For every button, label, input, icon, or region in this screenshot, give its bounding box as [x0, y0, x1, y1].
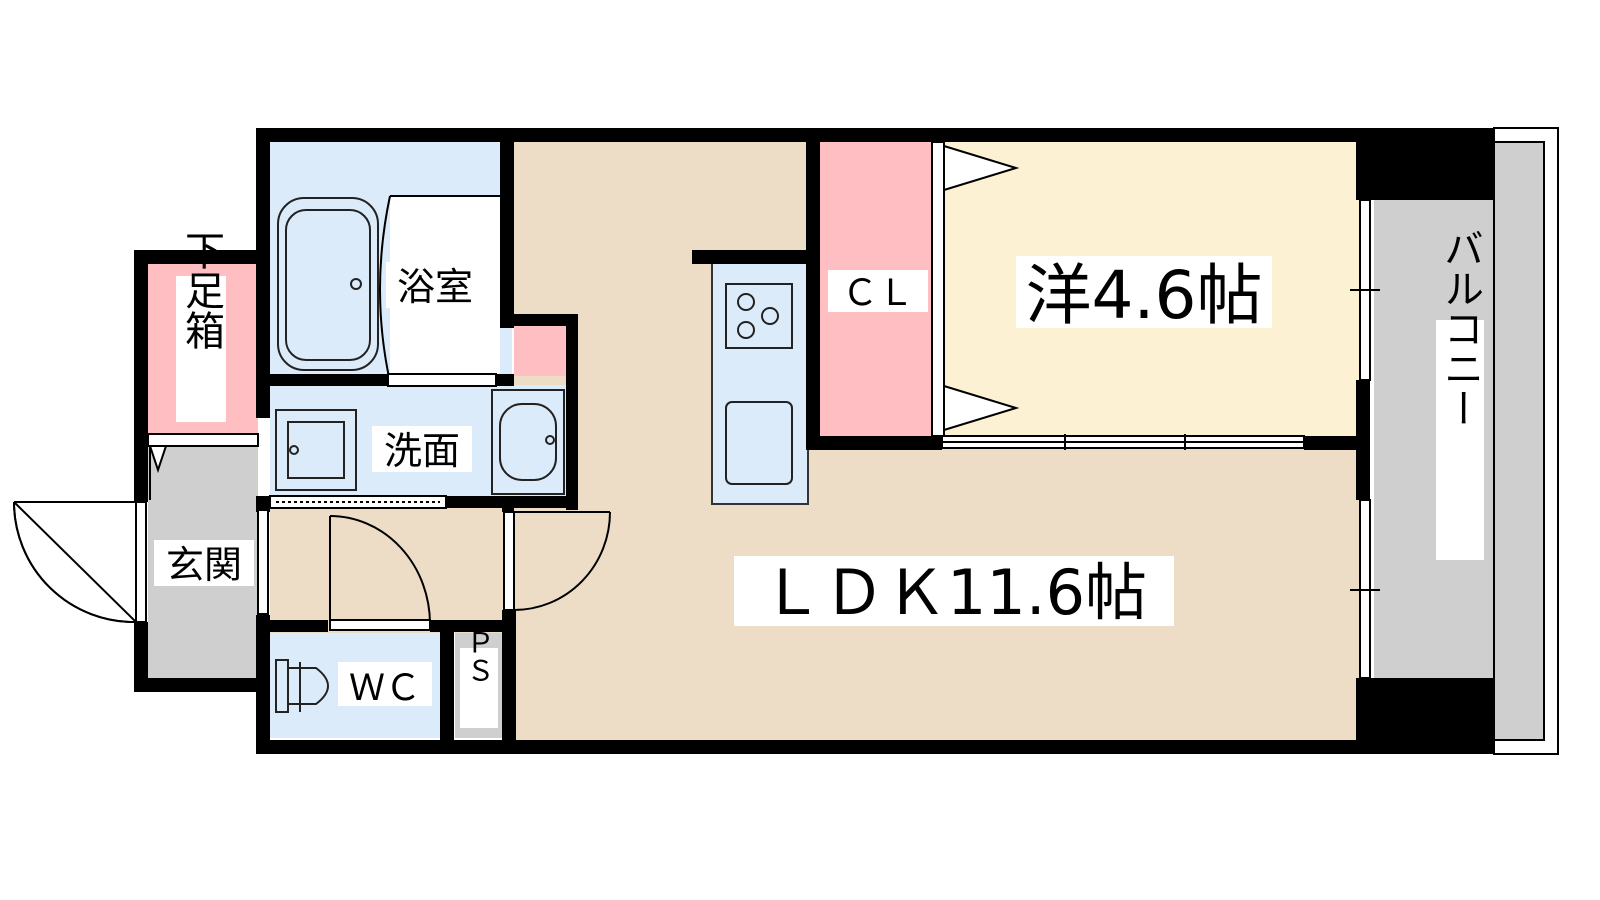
wall-entry-top	[134, 250, 270, 264]
ps-label: ＰＳ	[463, 628, 496, 684]
bath-label: 浴室	[397, 265, 473, 309]
wall-closet-left	[806, 128, 820, 450]
wall-bottom	[256, 740, 1368, 754]
western-room-label: 洋4.6帖	[1026, 257, 1263, 334]
washroom-slider	[269, 495, 447, 509]
wall-window-mullion-top	[1356, 380, 1370, 500]
western-door	[941, 434, 1305, 450]
balcony-rail	[1493, 127, 1559, 755]
washing-machine-icon	[275, 409, 357, 491]
wall-closet-bottom	[806, 436, 942, 450]
wc-label: ＷＣ	[349, 668, 421, 709]
labels: 浴室 洗面 下足箱 玄関 ＷＣ ＰＳ ＣＬ 洋4.6帖 ＬＤＫ11.6帖 バルコ…	[166, 228, 1483, 709]
bath-door	[379, 195, 500, 387]
wall-left-upper	[256, 128, 270, 418]
bathtub-icon	[277, 197, 379, 371]
wall-wc-top	[256, 620, 328, 632]
fixtures	[275, 197, 793, 713]
wall-wc-right	[440, 620, 454, 754]
windows	[257, 199, 1380, 679]
wall-entry-left-lower	[134, 622, 148, 692]
wall-wash-bottom-l	[256, 496, 270, 508]
kitchen-sink-icon	[725, 401, 793, 485]
wall-ps-right	[502, 610, 516, 754]
label-backgrounds	[154, 256, 1484, 728]
small-storage-floor	[514, 322, 570, 376]
wall-kitchen-stub	[692, 250, 808, 264]
hall-floor	[270, 503, 516, 633]
wall-entry-left-upper	[134, 250, 148, 502]
wall-bath-right	[500, 128, 514, 328]
closet-label: ＣＬ	[842, 273, 914, 314]
wash-basin-icon	[491, 389, 565, 495]
balcony-label: バルコニー	[1437, 228, 1483, 428]
ldk-door	[503, 511, 611, 611]
wc-door	[329, 515, 431, 631]
entrance-door	[13, 501, 147, 624]
shoe-box-label: 下足箱	[178, 230, 224, 350]
ldk-label: ＬＤＫ11.6帖	[761, 556, 1147, 629]
wall-balcony-bottom-block	[1356, 678, 1494, 754]
doors	[13, 141, 1305, 631]
wall-bath-wash	[256, 374, 390, 386]
washroom-label: 洗面	[384, 429, 460, 473]
wall-storage-top	[500, 314, 578, 326]
toilet-icon	[275, 659, 329, 713]
wall-balcony-top-block	[1356, 128, 1494, 200]
shoe-box-door	[147, 433, 259, 500]
wall-storage-right	[566, 314, 578, 510]
wall-bath-wash-r	[496, 374, 514, 386]
walls	[134, 128, 1494, 754]
stove-icon	[725, 283, 793, 349]
closet-doors	[931, 141, 1020, 437]
wall-entry-bottom	[134, 678, 270, 692]
entrance-label: 玄関	[166, 543, 242, 587]
wall-wash-bottom	[444, 496, 578, 508]
window-entrance-side	[257, 509, 269, 615]
wall-western-bottom-r	[1304, 436, 1370, 450]
wall-hall-right	[502, 508, 514, 512]
